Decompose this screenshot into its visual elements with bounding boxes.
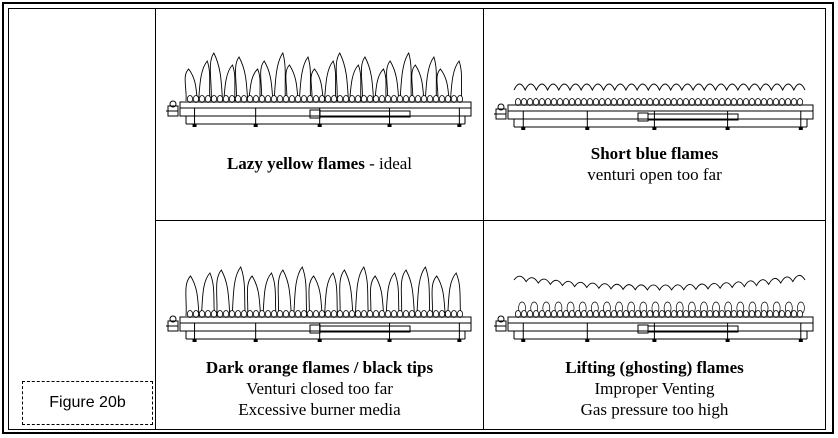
panel-line: venturi open too far xyxy=(587,165,722,184)
panel-caption: Lazy yellow flames - ideal xyxy=(156,153,483,174)
flames xyxy=(513,274,806,315)
panel-lazy-yellow: Lazy yellow flames - ideal xyxy=(155,8,484,221)
panel-lifting: Lifting (ghosting) flames Improper Venti… xyxy=(483,220,826,430)
burner-illustration-lifting xyxy=(494,274,814,342)
panel-title: Lazy yellow flames xyxy=(226,154,365,173)
panel-caption: Lifting (ghosting) flames Improper Venti… xyxy=(484,357,825,420)
panel-line: Gas pressure too high xyxy=(580,400,729,419)
figure-label: Figure 20b xyxy=(22,381,153,425)
panel-title: Lifting (ghosting) flames xyxy=(565,358,744,377)
burner xyxy=(494,98,814,130)
panel-line: Excessive burner media xyxy=(238,400,401,419)
burner-illustration-lazy xyxy=(166,51,472,127)
panel-title: Short blue flames xyxy=(590,144,719,163)
panel-suffix: - ideal xyxy=(364,154,413,173)
burner xyxy=(494,310,814,342)
panel-title: Dark orange flames / black tips xyxy=(205,358,434,377)
panel-dark-orange: Dark orange flames / black tips Venturi … xyxy=(155,220,484,430)
outer-frame xyxy=(2,2,834,434)
burner xyxy=(166,310,472,342)
flames xyxy=(184,51,463,102)
burner-illustration-short xyxy=(494,83,814,130)
panel-caption: Short blue flames venturi open too far xyxy=(484,143,825,185)
burner xyxy=(166,95,472,127)
flames xyxy=(513,83,806,92)
flames xyxy=(185,266,462,317)
panel-line: Improper Venting xyxy=(594,379,715,398)
burner-illustration-dark xyxy=(166,266,472,342)
panel-caption: Dark orange flames / black tips Venturi … xyxy=(156,357,483,420)
panel-short-blue: Short blue flames venturi open too far xyxy=(483,8,826,221)
panel-line: Venturi closed too far xyxy=(246,379,393,398)
